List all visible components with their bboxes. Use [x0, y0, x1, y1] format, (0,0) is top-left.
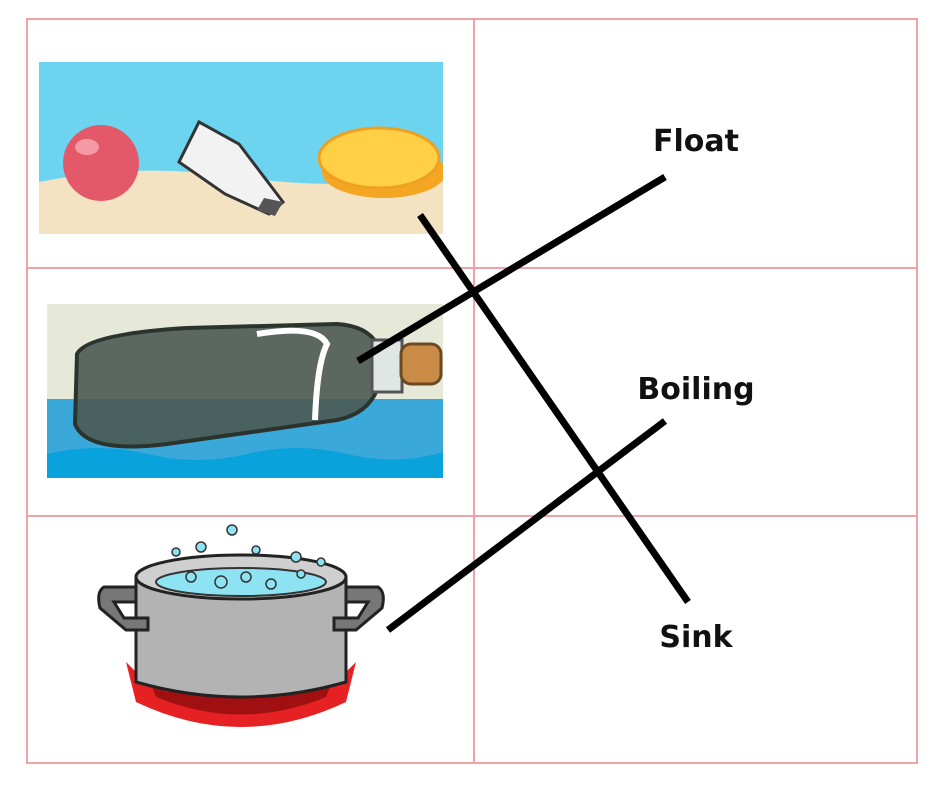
- boiling-pot-picture: [97, 524, 385, 727]
- row-divider-2: [28, 515, 916, 517]
- label-sink: Sink: [659, 620, 733, 655]
- shaker-icon: [177, 119, 286, 216]
- beach-objects-picture: [39, 62, 443, 234]
- label-float: Float: [653, 124, 739, 159]
- pot-icon: [97, 553, 385, 699]
- coin-icon: [317, 126, 443, 198]
- bubbles-icon: [171, 524, 326, 590]
- column-divider: [473, 20, 475, 762]
- floating-bottle-picture: [47, 304, 443, 478]
- row-divider-1: [28, 267, 916, 269]
- ball-icon: [63, 125, 139, 201]
- label-boiling: Boiling: [637, 372, 755, 407]
